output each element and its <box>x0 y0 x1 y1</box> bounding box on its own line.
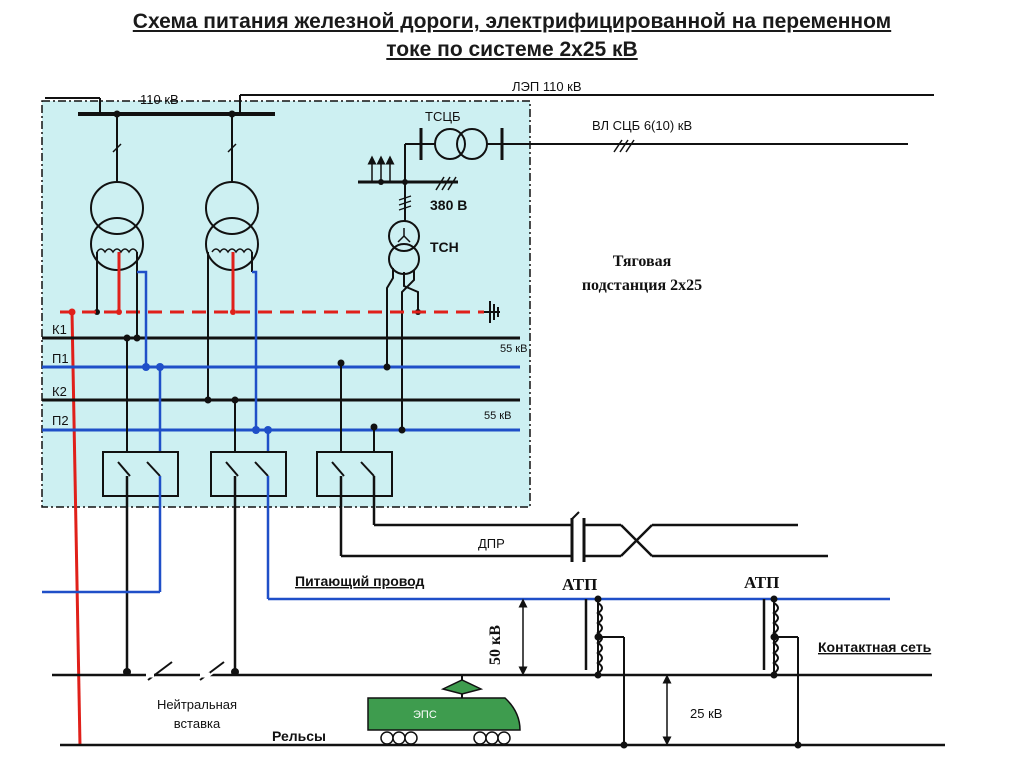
feeder-cell-1 <box>42 334 179 676</box>
label-substation-2: подстанция 2х25 <box>582 277 702 294</box>
traction-transformer-1 <box>90 114 144 338</box>
diagram-title-line1: Схема питания железной дороги, электрифи… <box>132 10 892 33</box>
feeder-cell-3 <box>316 359 572 558</box>
label-dpr: ДПР <box>478 536 505 551</box>
label-neutral-2: вставка <box>174 716 221 731</box>
label-p2: П2 <box>52 413 69 428</box>
label-25kv: 25 кВ <box>690 706 722 721</box>
label-tscb: ТСЦБ <box>425 109 460 124</box>
dpr-section-insulator <box>570 511 828 562</box>
label-lep-110kv: ЛЭП 110 кВ <box>512 79 582 94</box>
atp-1 <box>584 595 628 749</box>
label-k1: К1 <box>52 322 67 337</box>
label-380v: 380 В <box>430 197 467 213</box>
label-bus-110kv: 110 кВ <box>140 92 179 107</box>
tscb-transformer <box>404 128 908 182</box>
eps-locomotive-icon <box>367 675 521 745</box>
feeder-cell-2 <box>210 396 287 676</box>
label-k2: К2 <box>52 384 67 399</box>
ground-icon <box>484 301 500 323</box>
traction-transformer-2 <box>205 114 259 400</box>
substation-box <box>41 100 531 508</box>
label-p1: П1 <box>52 351 69 366</box>
rail-return-wire <box>70 311 82 747</box>
label-tsn: ТСН <box>430 239 459 255</box>
label-contact-network: Контактная сеть <box>818 639 932 655</box>
label-rails: Рельсы <box>272 728 326 744</box>
label-50kv: 50 кВ <box>487 625 504 665</box>
tsn-transformer <box>386 182 421 430</box>
label-feeder-wire: Питающий провод <box>295 573 425 589</box>
atp-2 <box>762 595 802 749</box>
label-55kv-bottom: 55 кВ <box>484 410 511 422</box>
label-atp-1: АТП <box>562 575 597 594</box>
label-55kv-top: 55 кВ <box>500 343 527 355</box>
label-eps: ЭПС <box>413 709 437 721</box>
label-vl-scb: ВЛ СЦБ 6(10) кВ <box>592 118 692 133</box>
label-neutral-1: Нейтральная <box>157 697 237 712</box>
label-atp-2: АТП <box>744 573 779 592</box>
label-substation-1: Тяговая <box>613 253 672 270</box>
diagram-title-line2: токе по системе 2х25 кВ <box>386 38 638 61</box>
